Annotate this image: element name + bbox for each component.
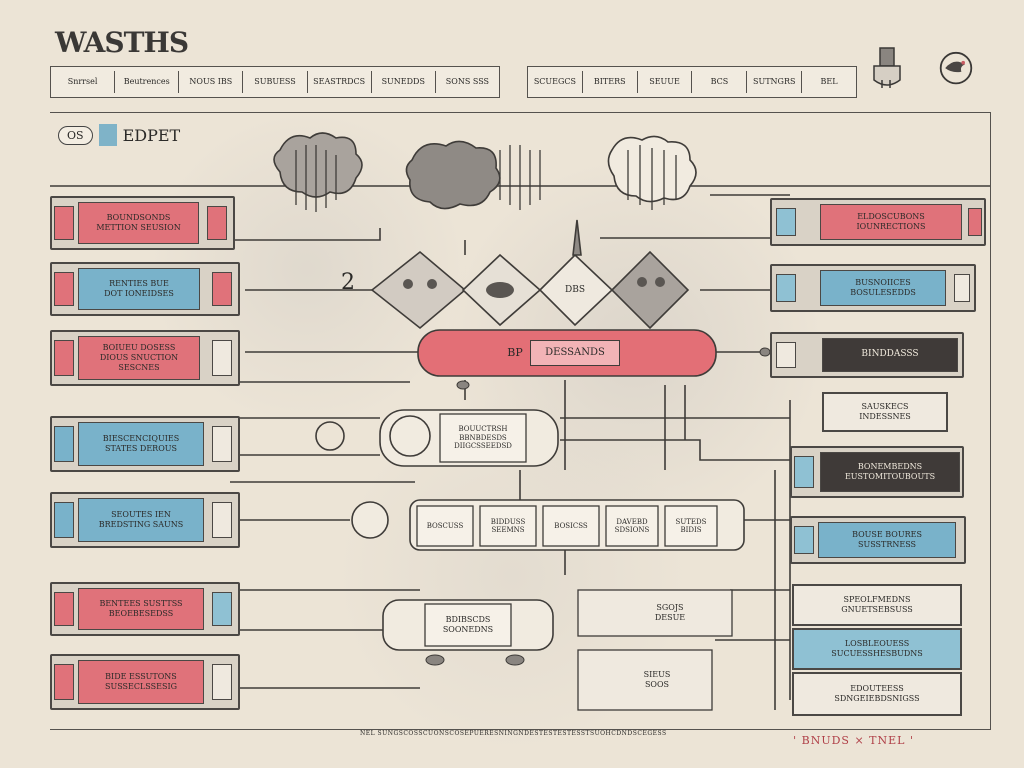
nav-item[interactable]: SCUEGCS: [528, 71, 583, 93]
section-title: EDPET: [122, 125, 181, 145]
section-label: OS EDPET: [58, 124, 180, 146]
footer-caption: NEL SUNGSCOSSCUONSCOSEPUERESNINGNDESTEST…: [360, 730, 667, 737]
nav-item[interactable]: BEL: [820, 77, 838, 86]
page-title: WASTHS: [55, 26, 189, 59]
nav-item[interactable]: SEASTRDCS: [308, 71, 372, 93]
diamond-label: DBS: [565, 284, 585, 295]
nav-bar-right: SCUEGCS BITERS SEUUE BCS SUTNGRS BEL: [527, 66, 857, 98]
nav-item[interactable]: NOUS IBS: [179, 71, 244, 93]
nav-item[interactable]: BITERS: [583, 71, 638, 93]
nav-item[interactable]: SONS SSS: [445, 77, 490, 86]
nav-item[interactable]: Snrrsel: [51, 71, 116, 93]
nav-item[interactable]: BCS: [692, 71, 748, 93]
nav-item[interactable]: SUBUESS: [243, 71, 308, 93]
bird-icon[interactable]: [938, 46, 974, 92]
banner-tag: BP: [507, 346, 523, 360]
nav-bar-left: Snrrsel Beutrences NOUS IBS SUBUESS SEAS…: [50, 66, 500, 98]
hand-mark: 2: [341, 269, 355, 295]
section-tab[interactable]: OS: [58, 125, 93, 145]
plug-icon[interactable]: [868, 46, 904, 92]
right-module-3[interactable]: BINDDASSS: [770, 332, 964, 378]
module-label: BINDDASSS: [822, 338, 958, 372]
pipeline-cell-1[interactable]: BOSCUSS: [426, 521, 464, 530]
nav-item[interactable]: SUNEDDS: [372, 71, 436, 93]
central-banner[interactable]: DESSANDS: [530, 340, 620, 366]
diagram-frame: [50, 112, 991, 730]
flag-icon: [98, 124, 117, 146]
nav-item[interactable]: SUTNGRS: [747, 71, 803, 93]
footer-note: ' BNUDS × TNEL ': [793, 734, 914, 747]
nav-item[interactable]: Beutrences: [115, 71, 180, 93]
nav-item[interactable]: SEUUE: [638, 71, 693, 93]
pipeline-cell-3[interactable]: BOSICSS: [554, 521, 588, 530]
